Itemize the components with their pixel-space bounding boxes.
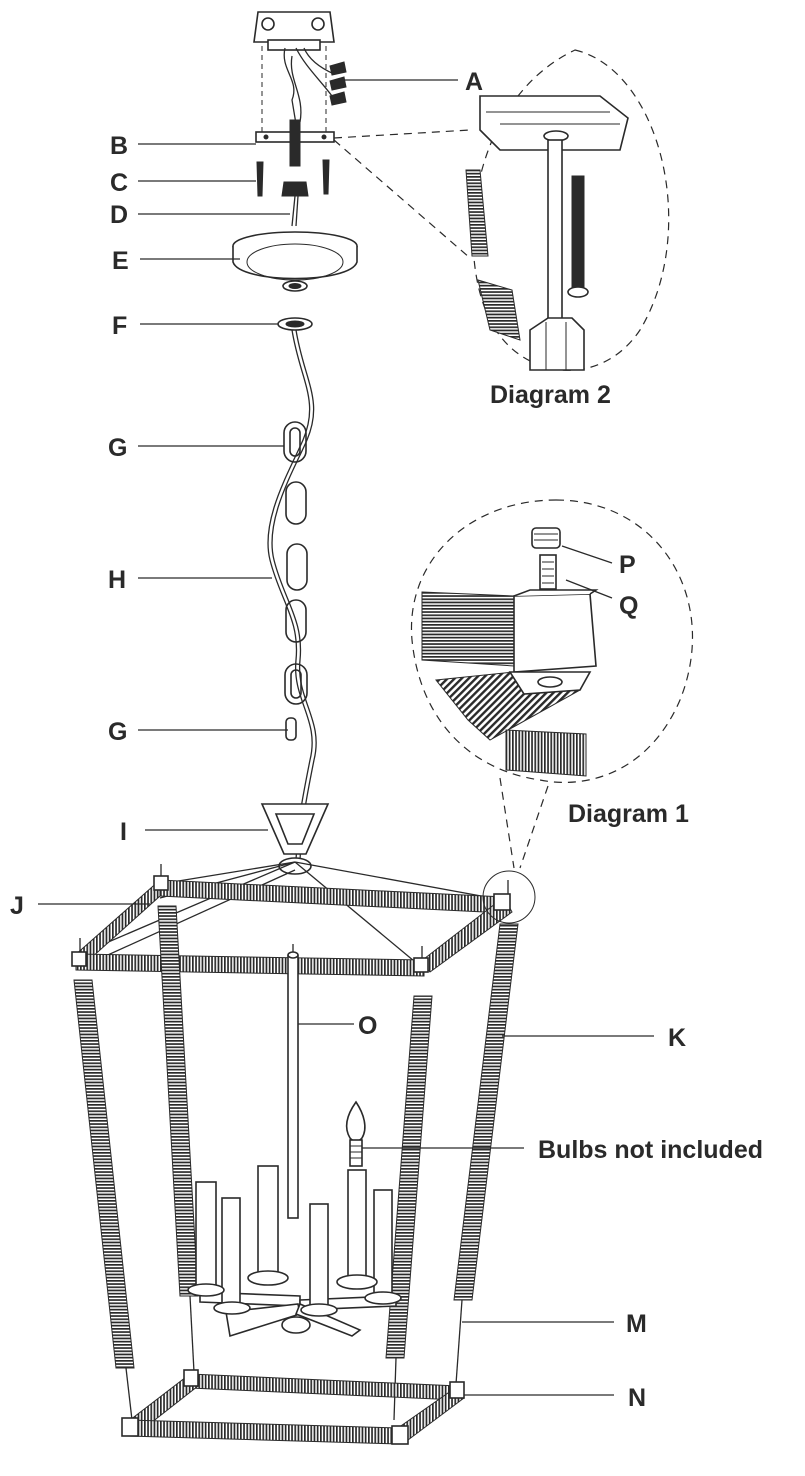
collar-ring-F (277, 317, 313, 331)
center-stem-O (287, 944, 299, 1219)
leader-lines (38, 79, 654, 1396)
bottom-frame-N (121, 1369, 465, 1445)
bulb-icon (345, 1100, 366, 1167)
label-F: F (112, 312, 127, 340)
label-P: P (619, 551, 636, 579)
label-N: N (628, 1384, 646, 1412)
label-Q: Q (619, 592, 638, 620)
label-E: E (112, 247, 129, 275)
screws-C (256, 159, 330, 197)
label-A: A (465, 68, 483, 96)
chain-links (283, 421, 308, 741)
diagram-1-caption: Diagram 1 (568, 800, 689, 828)
diagram-2-detail: Diagram 2 (333, 49, 670, 409)
diagram-1-detail: Diagram 1 (410, 499, 694, 924)
top-frame-J (71, 864, 513, 977)
label-J: J (10, 892, 24, 920)
label-G-bottom: G (108, 718, 127, 746)
label-I: I (120, 818, 127, 846)
junction-box (253, 11, 335, 132)
label-H: H (108, 566, 126, 594)
label-M: M (626, 1310, 647, 1338)
diagram-2-caption: Diagram 2 (490, 381, 611, 409)
power-cord (267, 329, 317, 861)
wire-nuts-A (329, 61, 347, 106)
label-K: K (668, 1024, 686, 1052)
bulbs-note: Bulbs not included (538, 1136, 763, 1164)
canopy-E (232, 231, 358, 292)
label-D: D (110, 201, 128, 229)
vertical-bars-K (73, 905, 519, 1369)
label-G-top: G (108, 434, 127, 462)
lock-nut-D (281, 181, 309, 227)
label-B: B (110, 132, 128, 160)
label-C: C (110, 169, 128, 197)
candle-sleeves (187, 1165, 402, 1317)
supply-wires (283, 47, 335, 125)
part-labels: A B C D E F G H G I J K O M N P Q Bulbs … (10, 68, 763, 1412)
mounting-bracket-B (255, 119, 335, 167)
hanging-loop-I (260, 803, 330, 875)
label-O: O (358, 1012, 377, 1040)
